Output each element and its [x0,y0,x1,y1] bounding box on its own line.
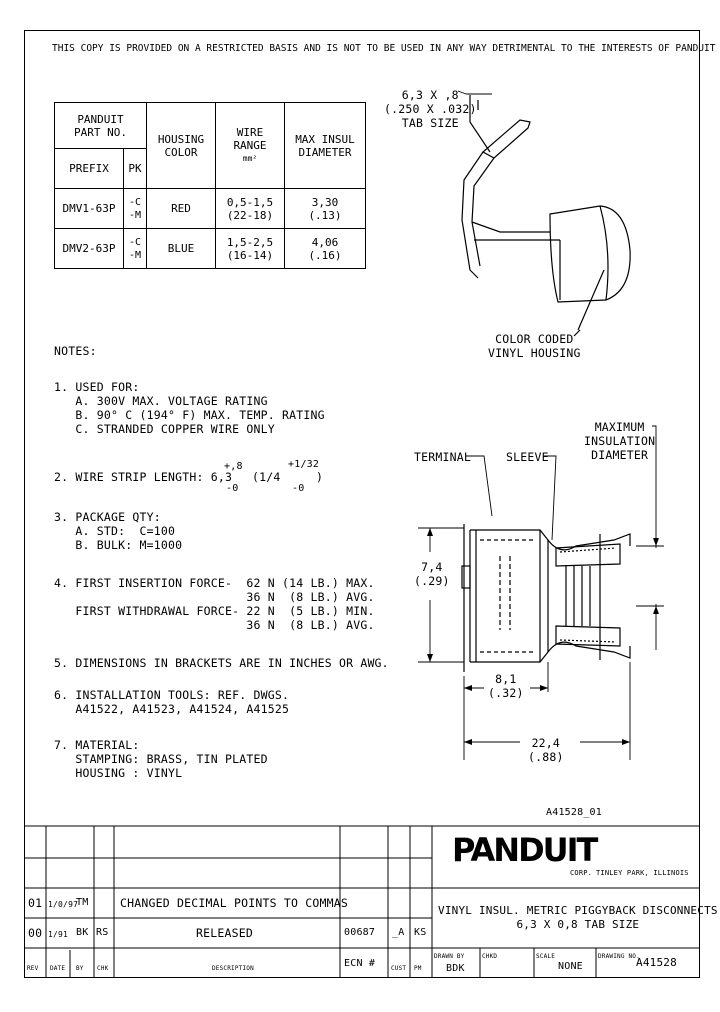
range-cell: 0,5-1,5 (22-18) [215,188,285,229]
dimension-22-4: 22,4 (.88) [528,736,564,764]
wire-range-label: WIRE RANGE [233,126,267,152]
drawn-by-header: DRAWN BY [434,953,465,960]
dimension-8-1: 8,1 (.32) [488,672,524,700]
rev-cell: 01 [28,896,43,910]
drawing-no-value: A41528 [636,956,677,969]
pm-cell: KS [414,927,427,938]
chk-cell: RS [96,927,109,938]
prefix-cell: DMV2-63P [54,228,124,269]
drawing-reference: A41528_01 [546,807,602,818]
note-1: 1. USED FOR: A. 300V MAX. VOLTAGE RATING… [54,380,325,436]
corp-label: CORP. [570,869,593,877]
rev-cell: 00 [28,926,43,940]
section-view-terminal [461,524,631,672]
wire-range-header: WIRE RANGE mm² [215,102,285,189]
restriction-notice: THIS COPY IS PROVIDED ON A RESTRICTED BA… [52,43,720,54]
pk-cell: -C -M [123,228,147,269]
scale-header: SCALE [536,953,556,960]
date-header: DATE [50,965,66,972]
date-cell: 1/91 [48,930,69,939]
description-header: DESCRIPTION [212,965,254,972]
by-header: BY [76,965,84,972]
prefix-header: PREFIX [54,148,124,189]
note-6: 6. INSTALLATION TOOLS: REF. DWGS. A41522… [54,688,290,716]
by-cell: TM [76,897,89,908]
ecn-cell: 00687 [344,927,376,938]
drawn-by-value: BDK [446,963,465,974]
panduit-logo: PANDUIT [452,831,598,869]
max-insul-header: MAX INSUL DIAMETER [284,102,366,189]
checked-header: CHKD [482,953,498,960]
note-2-close: ) [316,470,324,484]
note-3: 3. PACKAGE QTY: A. STD: C=100 B. BULK: M… [54,510,183,552]
note-4: 4. FIRST INSERTION FORCE- 62 N (14 LB.) … [54,576,375,632]
cust-cell: _A [392,927,405,938]
by-cell: BK [76,927,89,938]
note-5: 5. DIMENSIONS IN BRACKETS ARE IN INCHES … [54,656,389,670]
color-cell: RED [146,188,216,229]
pk-header: PK [123,148,147,189]
ecn-header: ECN # [344,958,376,969]
note-2-tol-minus: -0 [226,483,239,494]
scale-value: NONE [558,961,583,972]
drawing-sheet-border [24,30,700,978]
panduit-part-no-header: PANDUIT PART NO. [54,102,147,149]
prefix-cell: DMV1-63P [54,188,124,229]
range-cell: 1,5-2,5 (16-14) [215,228,285,269]
desc-cell: RELEASED [196,926,253,940]
table-row: DMV1-63P -C -M RED 0,5-1,5 (22-18) 3,30 … [54,188,366,229]
note-2: 2. WIRE STRIP LENGTH: 6,3 [54,470,233,484]
date-cell: 1/0/97 [48,900,79,909]
pm-header: PM [414,965,422,972]
note-2-tol2-plus: +1/32 [288,459,320,470]
location-label: TINLEY PARK, ILLINOIS [596,869,689,877]
terminal-label: TERMINAL [414,450,471,464]
note-7: 7. MATERIAL: STAMPING: BRASS, TIN PLATED… [54,738,268,780]
drawing-title: VINYL INSUL. METRIC PIGGYBACK DISCONNECT… [438,904,718,931]
wire-unit-label: mm² [242,154,258,163]
height-dimension: 7,4 (.29) [414,560,450,588]
part-no-label: PART NO. [74,125,127,139]
note-2-inch: (1/4 [252,470,281,484]
vinyl-housing-label: COLOR CODED VINYL HOUSING [488,332,581,360]
tab-size-label: 6,3 X ,8 (.250 X .032) TAB SIZE [384,88,477,130]
sleeve-label: SLEEVE [506,450,549,464]
dimension-arrows [427,528,659,745]
title-block-grid [24,825,700,978]
color-cell: BLUE [146,228,216,269]
insul-cell: 3,30 (.13) [284,188,366,229]
note-2-tol2-minus: -0 [292,483,305,494]
table-row: DMV2-63P -C -M BLUE 1,5-2,5 (16-14) 4,06… [54,228,366,269]
note-2-tol-plus: +,8 [224,461,243,472]
rev-header: REV [27,965,39,972]
part-number-table: PANDUIT PART NO. HOUSING COLOR WIRE RANG… [54,102,366,269]
notes-title: NOTES: [54,344,97,358]
drawing-no-header: DRAWING NO. [598,953,640,960]
desc-cell: CHANGED DECIMAL POINTS TO COMMAS [120,896,348,910]
isometric-terminal-view [461,95,631,337]
panduit-label: PANDUIT [77,112,124,126]
insul-cell: 4,06 (.16) [284,228,366,269]
chk-header: CHK [97,965,109,972]
max-insulation-label: MAXIMUM INSULATION DIAMETER [584,420,656,462]
cust-header: CUST [391,965,407,972]
